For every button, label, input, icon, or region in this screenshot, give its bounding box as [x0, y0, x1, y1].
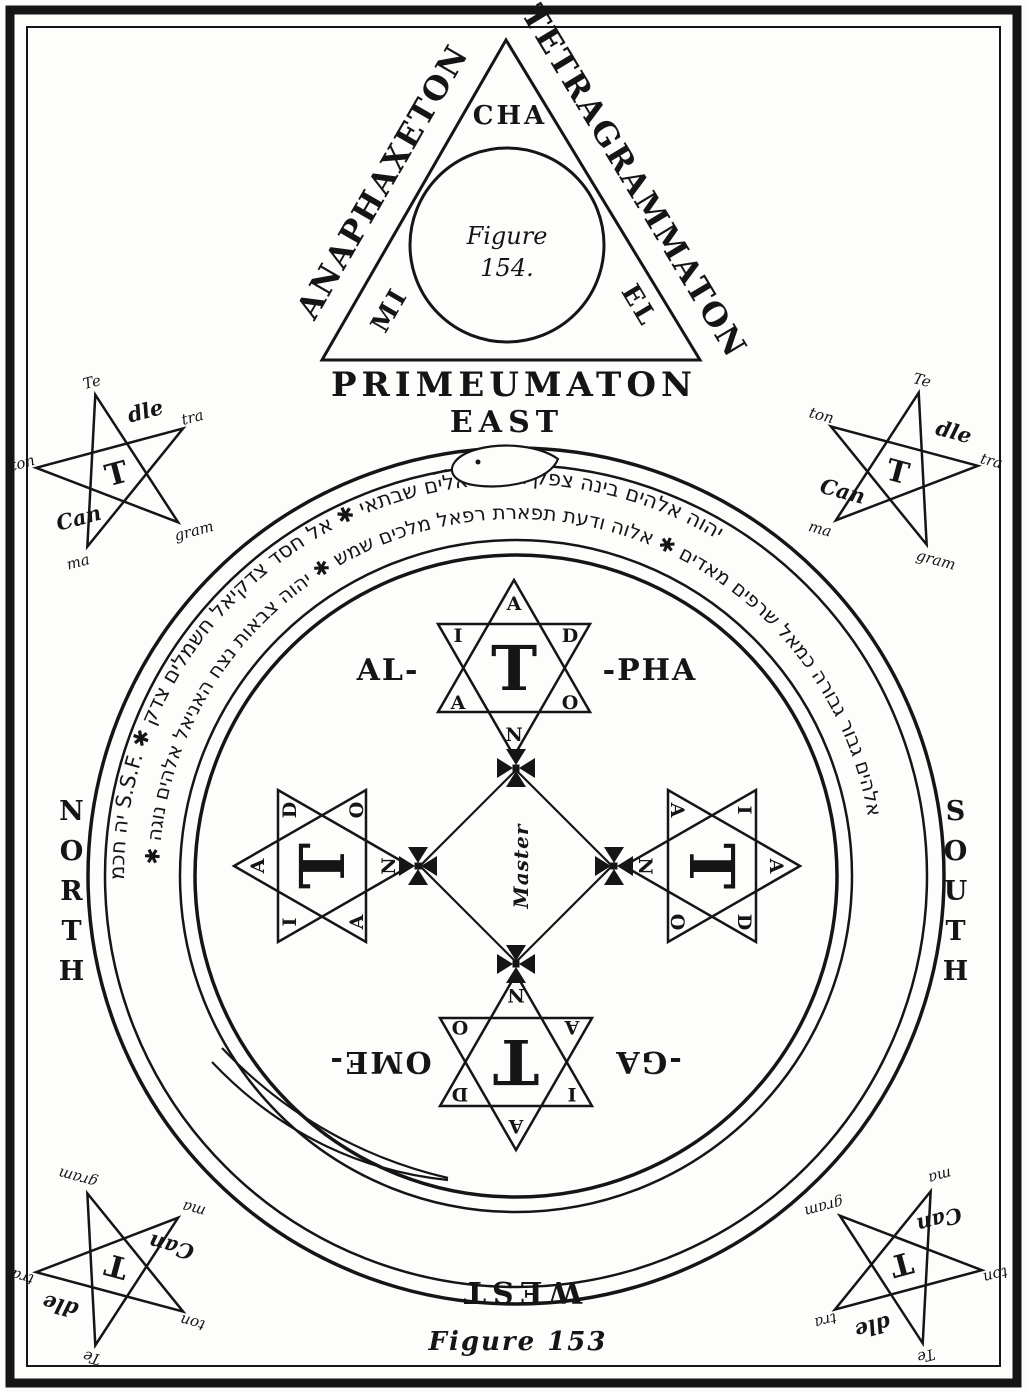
omega-label-group: OME- -GA: [328, 1044, 681, 1079]
circle-band-inner-line: [178, 538, 854, 1214]
omega-label-left: OME-: [328, 1044, 431, 1079]
figure-154-caption-line2: 154.: [480, 254, 533, 282]
inner-frame: [26, 26, 1001, 1367]
alpha-label-right: -PHA: [603, 653, 698, 688]
hexagram-right: [622, 788, 802, 944]
serpent-tongue-icon: [432, 469, 448, 475]
triangle-inner-circle: [408, 146, 606, 344]
serpent-tail-icon: [211, 1061, 449, 1182]
omega-label-right: -GA: [614, 1044, 681, 1079]
direction-east: EAST: [450, 405, 564, 440]
maltese-cross-bottom: [497, 945, 535, 983]
maltese-cross-right: [595, 847, 633, 885]
serpent-eye-icon: [475, 459, 481, 465]
pentagram-top-left: [0, 346, 236, 583]
pentagram-top-right: [777, 344, 1022, 580]
maltese-cross-left: [399, 847, 437, 885]
outer-frame: [5, 5, 1022, 1388]
alpha-label-left: AL-: [356, 653, 420, 688]
figure-153-caption: Figure 153: [428, 1327, 608, 1357]
triangle-left-name: ANAPHAXETON: [288, 38, 477, 326]
direction-south: SOUTH: [940, 796, 971, 996]
triangle-cha: CHA: [473, 101, 547, 131]
direction-north: NORTH: [56, 796, 87, 996]
triangle-base-name: PRIMEUMATON: [331, 365, 697, 405]
pentagram-bottom-right: [782, 1155, 1027, 1392]
pentagram-bottom-left: [0, 1158, 237, 1393]
hexagram-bottom: [438, 972, 594, 1152]
maltese-cross-top: [497, 749, 535, 787]
figure-154-caption-line1: Figure: [466, 222, 548, 250]
triangle-mi: MI: [365, 282, 414, 338]
triangle-of-art: [319, 37, 703, 362]
hexagram-left: [232, 788, 412, 944]
direction-west: WEST: [458, 1274, 584, 1309]
serpent-head-icon: [450, 444, 560, 488]
master-label: Master: [509, 823, 533, 909]
circle-innermost: [193, 553, 839, 1199]
serpent-tail-icon: [221, 1047, 449, 1180]
hexagram-top: [436, 578, 592, 758]
